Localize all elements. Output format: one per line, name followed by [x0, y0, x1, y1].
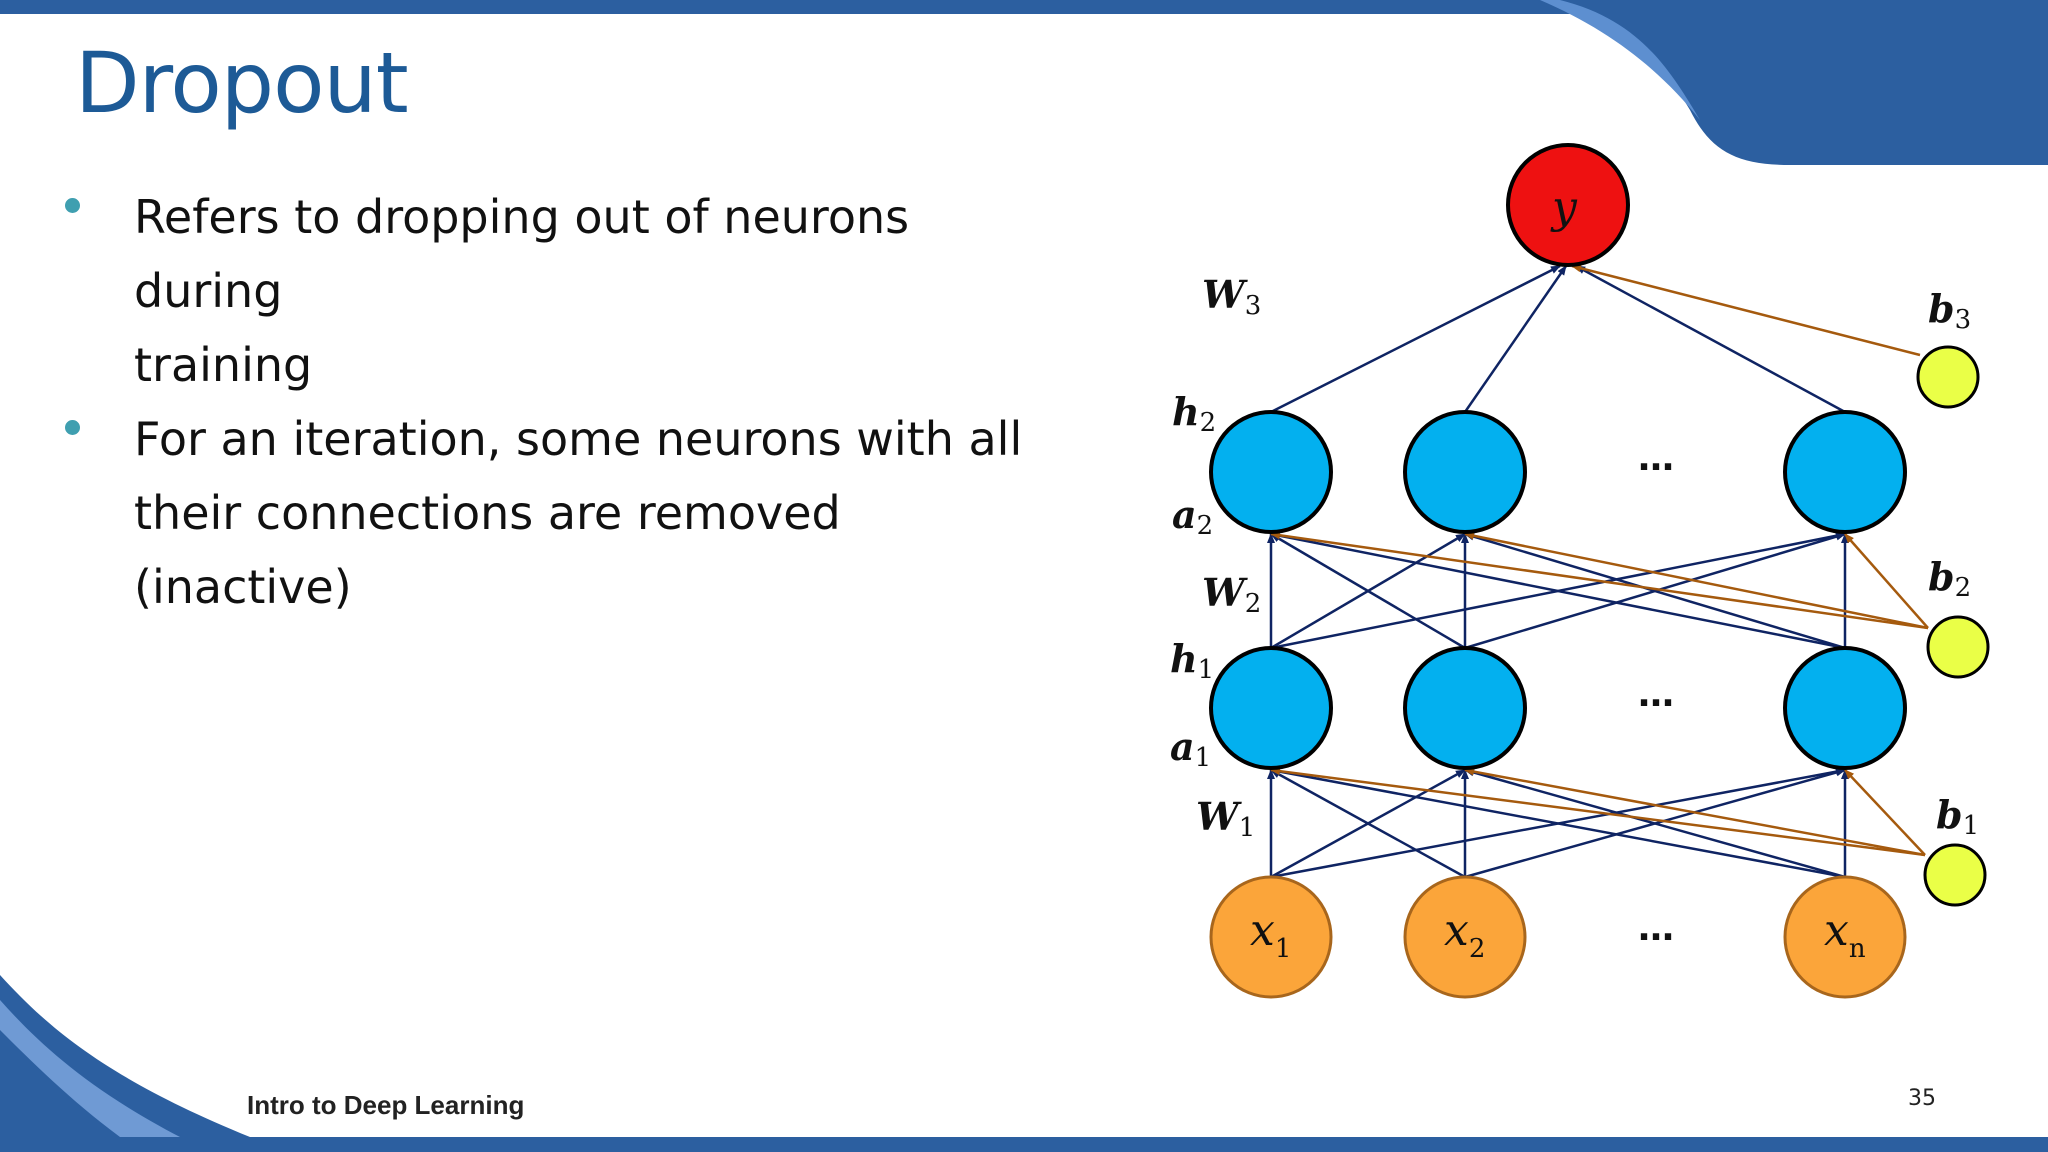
input-node-label: x1: [1250, 905, 1291, 964]
output-node-label: y: [1550, 182, 1578, 233]
edge-group: [1267, 264, 1929, 879]
hidden1-node-1: [1209, 646, 1333, 770]
input-node-label: xn: [1824, 905, 1866, 964]
layer-label: W2: [1202, 570, 1261, 619]
weight-edge: [1463, 265, 1568, 413]
bias-edge: [1464, 531, 1929, 630]
hidden1-node-n: [1783, 646, 1907, 770]
bias-label: b3: [1928, 286, 1971, 335]
hidden2-node-2: [1403, 410, 1527, 534]
bullet-line: Refers to dropping out of neurons during: [134, 190, 910, 318]
footer-course-name: Intro to Deep Learning: [247, 1090, 525, 1120]
weight-edge: [1575, 264, 1846, 414]
bullet-line: their connections are removed (inactive): [134, 486, 841, 614]
bias-edge: [1464, 767, 1926, 857]
weight-edge: [1270, 531, 1846, 650]
output-node: [1506, 143, 1630, 267]
input-node-1: [1209, 875, 1333, 999]
bias-edge: [1270, 767, 1926, 857]
input-node-2: [1403, 875, 1527, 999]
bias-node-2: [1926, 615, 1990, 679]
layer-label: h2: [1172, 389, 1216, 438]
bullet-dot-icon: [65, 420, 80, 435]
layer-label: W1: [1196, 794, 1255, 843]
bias-edge: [1844, 533, 1929, 629]
top-right-swoosh: [1540, 0, 2048, 165]
bullet-list: Refers to dropping out of neurons during…: [60, 180, 1060, 624]
layer-label: W3: [1202, 272, 1261, 321]
bottom-left-swoosh: [0, 975, 250, 1137]
node-group: y … … … x1 x2 xn: [1209, 143, 1990, 999]
hidden2-node-n: [1783, 410, 1907, 534]
bias-edge: [1571, 264, 1921, 357]
bullet-line: For an iteration, some neurons with all: [134, 412, 1023, 466]
input-node-label: x2: [1444, 905, 1485, 964]
bullet-item: Refers to dropping out of neurons during…: [60, 180, 1060, 402]
page-number: 35: [1908, 1086, 1936, 1111]
input-ellipsis: …: [1638, 908, 1674, 949]
weight-edge: [1270, 264, 1561, 414]
bias-edge: [1844, 769, 1926, 856]
layer-labels: W3 h2 a2 W2 h1 a1 W1: [1170, 272, 1261, 843]
weight-edge: [1270, 767, 1846, 879]
input-node-n: [1783, 875, 1907, 999]
bullet-line: training: [134, 338, 313, 392]
hidden1-node-2: [1403, 646, 1527, 770]
bias-label: b2: [1928, 554, 1971, 603]
bottom-left-swoosh-light: [0, 1000, 180, 1137]
top-banner: [0, 0, 2048, 14]
bias-label: b1: [1936, 792, 1979, 841]
bias-node-1: [1923, 843, 1987, 907]
layer-label: a1: [1170, 724, 1211, 773]
bottom-banner: [0, 1137, 2048, 1152]
hidden1-ellipsis: …: [1638, 674, 1674, 715]
weight-edge: [1464, 768, 1846, 879]
hidden2-ellipsis: …: [1638, 438, 1674, 479]
bias-labels: b3 b2 b1: [1928, 286, 1979, 841]
bullet-item: For an iteration, some neurons with all …: [60, 402, 1060, 624]
layer-label: a2: [1172, 492, 1213, 541]
weight-edge: [1270, 768, 1466, 879]
weight-edge: [1270, 532, 1466, 650]
bias-node-3: [1916, 345, 1980, 409]
hidden2-node-1: [1209, 410, 1333, 534]
bullet-dot-icon: [65, 198, 80, 213]
bias-edge: [1270, 531, 1929, 630]
weight-edge: [1464, 532, 1846, 650]
layer-label: h1: [1170, 636, 1214, 685]
slide-title: Dropout: [75, 34, 409, 132]
